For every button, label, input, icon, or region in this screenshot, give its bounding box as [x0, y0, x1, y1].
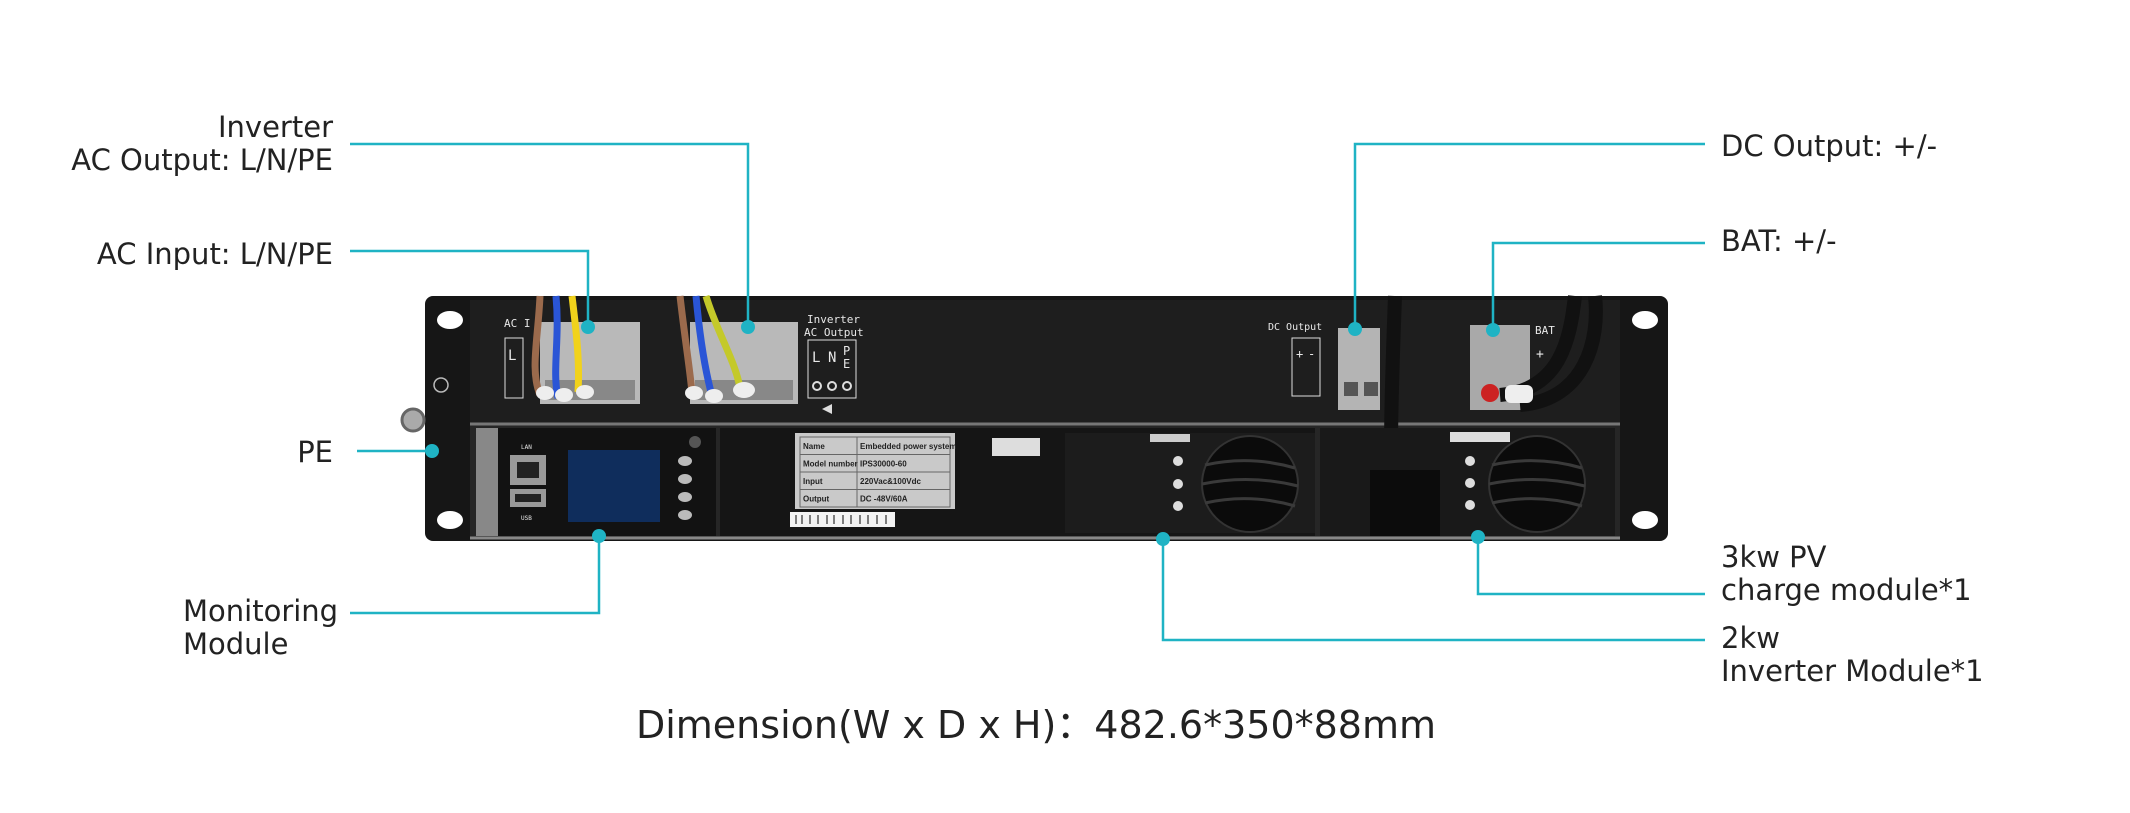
callout-line-dc-output — [1353, 142, 1705, 329]
label-inverter-module: 2kw Inverter Module*1 — [1721, 622, 1984, 688]
status-led — [1465, 456, 1475, 466]
nameplate-key: Name — [803, 442, 825, 451]
label-line: AC Output: L/N/PE — [71, 143, 333, 177]
callout-dot — [1486, 323, 1500, 337]
label-line: Inverter — [218, 110, 333, 144]
mount-hole — [1632, 511, 1658, 529]
label-bat: BAT: +/- — [1721, 224, 1837, 258]
svg-text:E: E — [843, 357, 850, 371]
svg-text:USB: USB — [521, 515, 532, 522]
callout-dot — [1348, 322, 1362, 336]
label-line: 2kw — [1721, 621, 1780, 655]
svg-text:+: + — [1296, 347, 1303, 361]
callout-line-inverter-ac-output — [350, 142, 750, 327]
callout-line-inverter-module — [1161, 539, 1705, 642]
key-button — [678, 510, 692, 520]
callout-line-monitoring — [350, 536, 601, 615]
nameplate-value: IPS30000-60 — [860, 460, 907, 469]
callout-dot — [592, 529, 606, 543]
svg-text:DC Output: DC Output — [1268, 322, 1322, 333]
status-led — [1465, 478, 1475, 488]
ac-input-terminal: AC I L — [504, 295, 640, 404]
callout-line-ac-input — [350, 249, 590, 327]
dimension-caption: Dimension(W x D x H)：482.6*350*88mm — [635, 703, 1437, 747]
label-pe: PE — [297, 435, 333, 469]
svg-text:AC I: AC I — [504, 317, 531, 330]
label-line: Inverter Module*1 — [1721, 654, 1984, 688]
status-led — [1173, 479, 1183, 489]
callout-dot — [741, 320, 755, 334]
pv-charge-module — [1320, 428, 1615, 536]
callout-line-bat — [1491, 241, 1705, 330]
callout-dot — [425, 444, 439, 458]
svg-text:Inverter: Inverter — [807, 313, 860, 326]
svg-text:AC Output: AC Output — [804, 326, 864, 339]
ground-screw-icon — [400, 407, 426, 433]
mount-hole — [437, 311, 463, 329]
svg-text:BAT: BAT — [1535, 324, 1555, 337]
key-button — [678, 492, 692, 502]
nameplate-value: 220Vac&100Vdc — [860, 477, 921, 486]
nameplate-value: DC -48V/60A — [860, 495, 908, 504]
battery-terminal: BAT + — [1470, 295, 1603, 412]
inverter-ac-output-terminal: Inverter AC Output L N P E — [676, 295, 864, 414]
monitoring-module: LAN USB — [476, 428, 716, 536]
label-line: charge module*1 — [1721, 573, 1972, 607]
callout-dot — [1156, 532, 1170, 546]
status-led — [1465, 500, 1475, 510]
key-button — [678, 456, 692, 466]
callout-dot — [1471, 530, 1485, 544]
label-line: Monitoring — [183, 594, 339, 628]
nameplate-row — [799, 489, 951, 508]
svg-text:LAN: LAN — [521, 444, 532, 451]
svg-text:-: - — [1308, 347, 1315, 361]
mount-hole — [1632, 311, 1658, 329]
callout-line-pv — [1476, 537, 1705, 596]
svg-text:+: + — [1536, 347, 1544, 362]
ground-symbol-icon — [433, 377, 449, 393]
svg-text:L: L — [508, 348, 516, 364]
status-led — [1173, 501, 1183, 511]
nameplate-value: Embedded power system — [860, 442, 956, 451]
label-monitoring-module: Monitoring Module — [183, 595, 338, 661]
label-dc-output: DC Output: +/- — [1721, 129, 1938, 163]
key-button — [678, 474, 692, 484]
nameplate-key: Output — [803, 495, 830, 504]
label-line: Module — [183, 627, 289, 661]
svg-text:P: P — [843, 344, 850, 358]
svg-text:N: N — [828, 350, 836, 366]
status-led — [1173, 456, 1183, 466]
callout-dots — [425, 320, 1500, 546]
nameplate — [795, 433, 955, 509]
label-inverter-ac-output: Inverter AC Output: L/N/PE — [71, 111, 333, 177]
mount-hole — [437, 511, 463, 529]
svg-text:L: L — [812, 350, 820, 366]
callout-dot — [581, 320, 595, 334]
label-line: 3kw PV — [1721, 540, 1827, 574]
lcd-screen — [568, 450, 660, 522]
nameplate-key: Input — [803, 477, 823, 486]
nameplate-key: Model number — [803, 460, 858, 469]
callout-lines — [350, 142, 1705, 642]
label-ac-input: AC Input: L/N/PE — [96, 237, 333, 271]
label-pv-module: 3kw PV charge module*1 — [1721, 541, 1972, 607]
